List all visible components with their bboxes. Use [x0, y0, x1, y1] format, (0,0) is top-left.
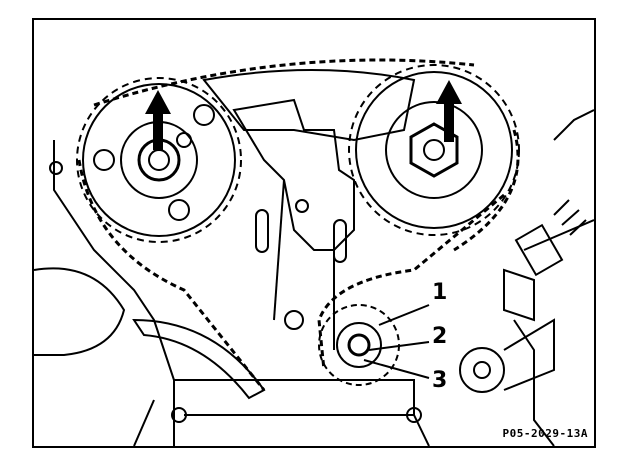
mounting-bolt: [284, 310, 304, 330]
left-camshaft-sprocket: [76, 77, 242, 243]
oil-pan-flange: [174, 379, 415, 416]
oil-pan-lower: [133, 399, 430, 446]
pan-bolt: [171, 407, 187, 423]
diagram-frame: 1 2 3 P05-2029-13A: [32, 18, 596, 448]
sprocket-bolt: [168, 199, 190, 221]
leader-line-1: [378, 304, 430, 326]
up-arrow-icon: [145, 90, 171, 150]
right-camshaft-sprocket: [348, 64, 520, 236]
sprocket-bolt: [93, 149, 115, 171]
sensor-connector: [503, 199, 587, 322]
leader-line-2: [368, 341, 430, 351]
mounting-bolt: [295, 199, 309, 213]
figure-reference-code: P05-2029-13A: [502, 427, 588, 440]
chain-guide-rail: [132, 318, 266, 400]
center-bracket: [232, 98, 355, 251]
block-boss: [49, 161, 63, 175]
tensioner-pulley: [459, 318, 555, 393]
head-casting: [202, 69, 416, 142]
pan-bolt: [406, 407, 422, 423]
up-arrow-icon: [436, 80, 462, 142]
sprocket-bolt: [193, 104, 215, 126]
timing-chain: [77, 58, 520, 391]
lower-left-pulley: [34, 267, 126, 356]
block-slot: [255, 209, 269, 253]
sprocket-bolt: [176, 132, 192, 148]
callout-1: 1: [432, 280, 448, 305]
timing-chain-diagram: [34, 58, 594, 446]
callout-2: 2: [432, 324, 448, 349]
leader-line-3: [363, 359, 430, 379]
block-rib: [273, 179, 285, 321]
callout-3: 3: [432, 368, 448, 393]
crankshaft-sprocket: [318, 304, 400, 386]
block-slot: [333, 219, 347, 263]
engine-block-outline: [53, 109, 594, 446]
